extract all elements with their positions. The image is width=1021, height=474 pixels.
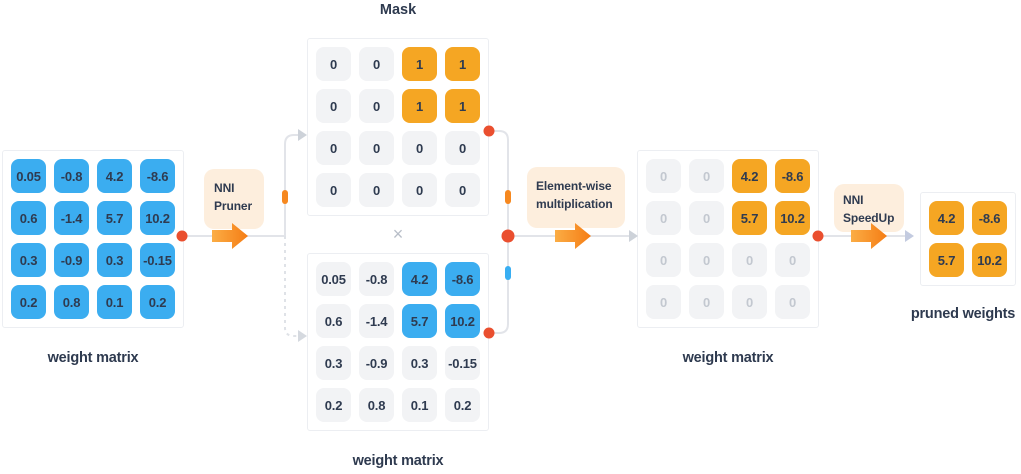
matrix-cell: 0 [689, 243, 724, 277]
matrix-cell: 4.2 [929, 201, 964, 235]
matrix-cell: 0.1 [402, 388, 437, 422]
matrix-cell: 0 [445, 173, 480, 207]
matrix-cell: 0.05 [11, 159, 46, 193]
line-mask-out [489, 130, 509, 230]
matrix-cell: 5.7 [97, 201, 132, 235]
matrix-cell: 0 [775, 285, 810, 319]
matrix-cell: -0.8 [359, 262, 394, 296]
matrix-cell: 1 [402, 47, 437, 81]
matrix-cell: 0 [359, 47, 394, 81]
nni-pruner-box: NNI Pruner [204, 169, 264, 229]
matrix-cell: 0.3 [97, 243, 132, 277]
matrix-cell: 0 [445, 131, 480, 165]
matrix-cell: 0 [402, 131, 437, 165]
matrix-cell: 5.7 [402, 304, 437, 338]
matrix-cell: 0 [359, 131, 394, 165]
nni-speedup-box: NNI SpeedUp [834, 184, 904, 232]
matrix-cell: 0 [359, 89, 394, 123]
matrix-cell: 5.7 [929, 243, 964, 277]
matrix-cell: 0.6 [11, 201, 46, 235]
left-matrix-label: weight matrix [47, 350, 139, 366]
matrix-cell: 0.2 [140, 285, 175, 319]
matrix-cell: 1 [445, 47, 480, 81]
line-branch-to-mask [284, 134, 299, 236]
marker-orange-left-icon [282, 190, 288, 204]
matrix-cell: 0 [316, 89, 351, 123]
matrix-cell: 0 [689, 201, 724, 235]
matrix-cell: -0.9 [359, 346, 394, 380]
matrix-cell: -8.6 [445, 262, 480, 296]
matrix-cell: 1 [402, 89, 437, 123]
arrowhead-into-mask-icon [298, 129, 307, 141]
matrix-cell: 0 [646, 201, 681, 235]
matrix-cell: -8.6 [140, 159, 175, 193]
line-weight-copy-out [489, 242, 509, 334]
marker-orange-right-icon [505, 190, 511, 204]
matrix-cell: 0 [775, 243, 810, 277]
matrix-cell: 0.2 [445, 388, 480, 422]
matrix-cell: 0.1 [97, 285, 132, 319]
matrix-cell: 0 [689, 285, 724, 319]
matrix-cell: 0 [316, 173, 351, 207]
matrix-cell: 0.8 [54, 285, 89, 319]
matrix-cell: -0.9 [54, 243, 89, 277]
matrix-cell: -0.8 [54, 159, 89, 193]
matrix-cell: 4.2 [732, 159, 767, 193]
matrix-cell: 0 [646, 285, 681, 319]
matrix-cell: 10.2 [140, 201, 175, 235]
arrowhead-into-pruned-icon [905, 230, 914, 242]
result-matrix-label: weight matrix [682, 350, 774, 366]
matrix-cell: 0 [646, 159, 681, 193]
matrix-cell: 0 [359, 173, 394, 207]
matrix-cell: 0 [689, 159, 724, 193]
matrix-cell: 4.2 [402, 262, 437, 296]
middle-matrix-label: weight matrix [352, 453, 444, 469]
matrix-cell: 0.3 [11, 243, 46, 277]
elementwise-multiplication-box: Element-wise multiplication [527, 167, 625, 228]
matrix-cell: -0.15 [445, 346, 480, 380]
matrix-cell: 0.05 [316, 262, 351, 296]
matrix-cell: 0.3 [316, 346, 351, 380]
marker-blue-icon [505, 266, 511, 280]
matrix-cell: 0 [316, 47, 351, 81]
matrix-cell: 10.2 [445, 304, 480, 338]
matrix-cell: 0 [732, 285, 767, 319]
matrix-cell: 0.8 [359, 388, 394, 422]
matrix-cell: -8.6 [972, 201, 1007, 235]
matrix-cell: -1.4 [54, 201, 89, 235]
matrix-cell: 10.2 [775, 201, 810, 235]
arrowhead-into-weight-copy-icon [298, 330, 307, 342]
matrix-cell: -1.4 [359, 304, 394, 338]
matrix-cell: 0 [646, 243, 681, 277]
matrix-cell: 0 [402, 173, 437, 207]
matrix-cell: 0.6 [316, 304, 351, 338]
matrix-cell: 10.2 [972, 243, 1007, 277]
matrix-cell: 0.2 [316, 388, 351, 422]
matrix-cell: 0 [732, 243, 767, 277]
matrix-cell: -0.15 [140, 243, 175, 277]
matrix-cell: 1 [445, 89, 480, 123]
pruned-weights-label: pruned weights [910, 306, 1016, 322]
matrix-cell: 0.3 [402, 346, 437, 380]
mask-title: Mask [379, 2, 417, 18]
matrix-cell: 0.2 [11, 285, 46, 319]
multiply-symbol: × [392, 224, 404, 244]
matrix-cell: 0 [316, 131, 351, 165]
matrix-cell: -8.6 [775, 159, 810, 193]
line-branch-to-weight-copy-dashed [284, 236, 299, 337]
connector-dot-merge [501, 229, 515, 243]
matrix-cell: 4.2 [97, 159, 132, 193]
matrix-cell: 5.7 [732, 201, 767, 235]
